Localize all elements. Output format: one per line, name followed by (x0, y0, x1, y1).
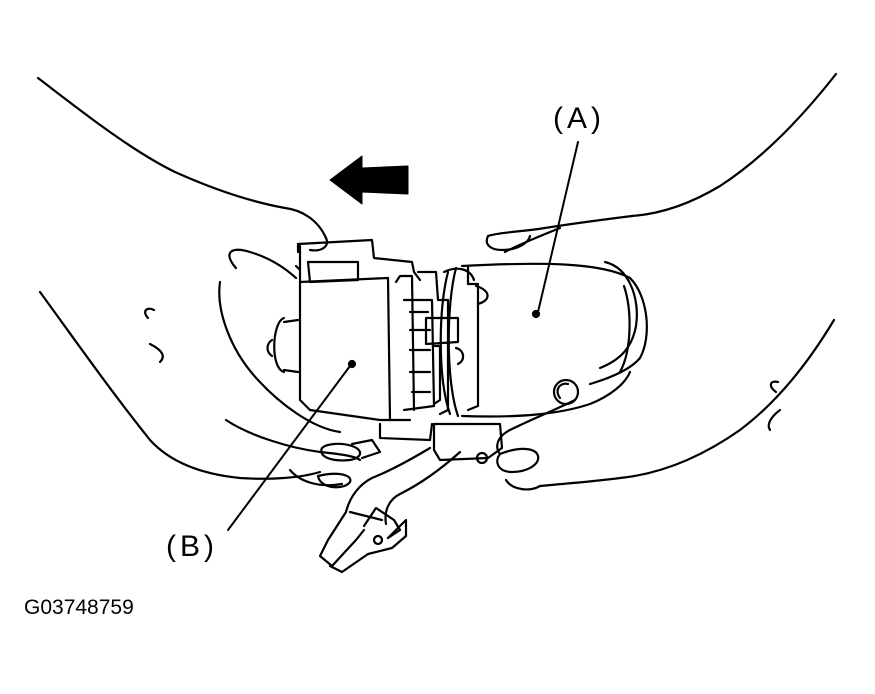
leader-dot-a (531, 309, 541, 319)
leader-line-a (537, 141, 579, 313)
leader-line-b (227, 365, 351, 531)
leader-dot-b (347, 359, 357, 369)
part-b-body (266, 238, 436, 460)
left-upper-hand (36, 76, 329, 252)
direction-arrow (329, 155, 409, 205)
right-upper-hand (485, 72, 838, 370)
left-lower-hand (38, 248, 362, 489)
label-part-b: (B) (166, 530, 218, 563)
figure-id: G03748759 (24, 596, 134, 619)
connector-cable (318, 422, 504, 574)
label-part-a: (A) (553, 102, 605, 135)
part-a-body (439, 262, 648, 418)
right-lower-hand (496, 318, 836, 491)
